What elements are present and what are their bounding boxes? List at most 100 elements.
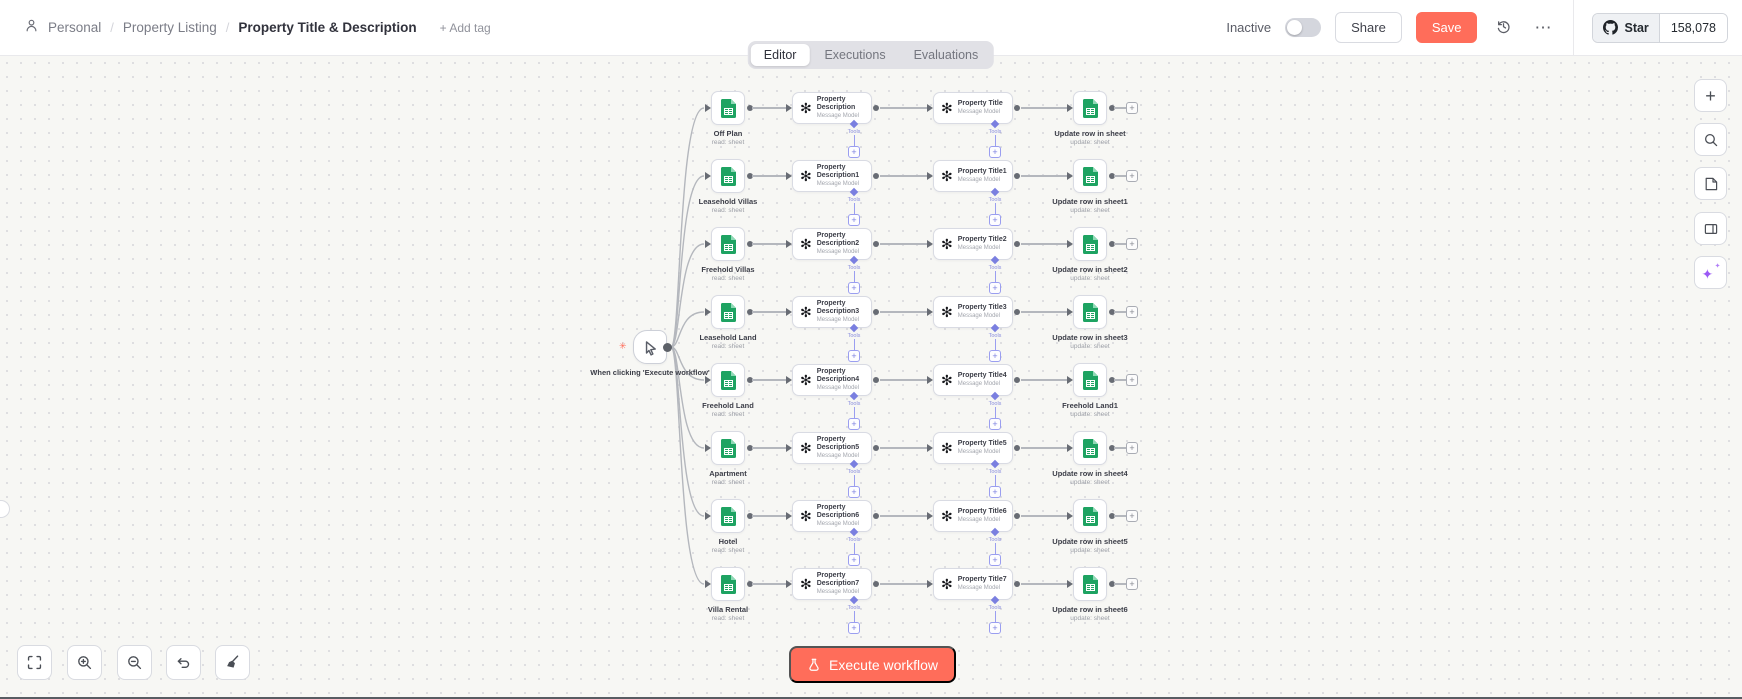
- more-options-icon[interactable]: ⋯: [1534, 18, 1552, 37]
- add-tool-button[interactable]: +: [848, 622, 860, 634]
- fit-view-button[interactable]: [17, 645, 52, 680]
- node-update-sheet[interactable]: [1073, 363, 1107, 397]
- github-star-widget[interactable]: Star 158,078: [1592, 12, 1728, 43]
- node-update-sheet[interactable]: [1073, 499, 1107, 533]
- output-connector[interactable]: [873, 513, 879, 519]
- output-connector[interactable]: [1014, 173, 1020, 179]
- node-source-sheet[interactable]: [711, 159, 745, 193]
- tab-executions[interactable]: Executions: [824, 48, 886, 62]
- execute-workflow-button[interactable]: Execute workflow: [789, 646, 956, 683]
- add-tool-button[interactable]: +: [848, 486, 860, 498]
- node-update-sheet[interactable]: [1073, 431, 1107, 465]
- add-tool-button[interactable]: +: [989, 418, 1001, 430]
- add-node-after-output[interactable]: +: [1126, 510, 1138, 522]
- sticky-note-button[interactable]: [1694, 167, 1727, 200]
- node-update-sheet[interactable]: [1073, 295, 1107, 329]
- ai-assistant-button[interactable]: ✦ ✦: [1694, 256, 1727, 289]
- output-connector[interactable]: [873, 309, 879, 315]
- output-connector[interactable]: [747, 309, 753, 315]
- output-connector[interactable]: [747, 445, 753, 451]
- output-connector[interactable]: [873, 173, 879, 179]
- node-source-sheet[interactable]: [711, 295, 745, 329]
- panel-layout-button[interactable]: [1694, 212, 1727, 245]
- zoom-in-button[interactable]: [67, 645, 102, 680]
- output-connector[interactable]: [1014, 445, 1020, 451]
- output-connector[interactable]: [747, 581, 753, 587]
- node-source-sheet[interactable]: [711, 91, 745, 125]
- zoom-out-button[interactable]: [117, 645, 152, 680]
- active-toggle[interactable]: [1285, 18, 1322, 37]
- history-icon[interactable]: [1491, 16, 1516, 40]
- add-tool-button[interactable]: +: [989, 214, 1001, 226]
- output-connector[interactable]: [873, 241, 879, 247]
- add-tool-button[interactable]: +: [989, 622, 1001, 634]
- add-tool-button[interactable]: +: [848, 350, 860, 362]
- output-connector[interactable]: [747, 377, 753, 383]
- add-tool-button[interactable]: +: [848, 418, 860, 430]
- add-tool-button[interactable]: +: [848, 554, 860, 566]
- node-source-sheet[interactable]: [711, 567, 745, 601]
- output-connector[interactable]: [1109, 241, 1115, 247]
- output-connector[interactable]: [747, 173, 753, 179]
- output-connector[interactable]: [873, 445, 879, 451]
- node-source-sheet[interactable]: [711, 227, 745, 261]
- add-tag-button[interactable]: + Add tag: [439, 20, 491, 35]
- add-node-after-output[interactable]: +: [1126, 306, 1138, 318]
- add-node-after-output[interactable]: +: [1126, 442, 1138, 454]
- add-tool-button[interactable]: +: [989, 146, 1001, 158]
- add-tool-button[interactable]: +: [848, 146, 860, 158]
- add-node-after-output[interactable]: +: [1126, 238, 1138, 250]
- node-manual-trigger[interactable]: [633, 330, 667, 364]
- add-node-after-output[interactable]: +: [1126, 578, 1138, 590]
- workflow-title[interactable]: Property Title & Description: [238, 20, 417, 35]
- add-tool-button[interactable]: +: [989, 350, 1001, 362]
- add-tool-button[interactable]: +: [848, 282, 860, 294]
- output-connector[interactable]: [1109, 445, 1115, 451]
- output-connector[interactable]: [873, 581, 879, 587]
- tab-evaluations[interactable]: Evaluations: [913, 48, 979, 62]
- add-node-after-output[interactable]: +: [1126, 102, 1138, 114]
- breadcrumb-project[interactable]: Personal: [48, 20, 102, 35]
- trigger-output-connector[interactable]: [663, 342, 672, 352]
- add-tool-button[interactable]: +: [989, 554, 1001, 566]
- node-source-sheet[interactable]: [711, 431, 745, 465]
- output-connector[interactable]: [1109, 173, 1115, 179]
- add-node-button[interactable]: +: [1694, 79, 1727, 112]
- output-connector[interactable]: [1109, 581, 1115, 587]
- node-update-sheet[interactable]: [1073, 91, 1107, 125]
- add-node-after-output[interactable]: +: [1126, 374, 1138, 386]
- save-button[interactable]: Save: [1415, 12, 1478, 43]
- output-connector[interactable]: [1109, 309, 1115, 315]
- output-connector[interactable]: [1014, 309, 1020, 315]
- tab-editor[interactable]: Editor: [750, 44, 810, 66]
- tidy-up-button[interactable]: [215, 645, 250, 680]
- add-tool-button[interactable]: +: [848, 214, 860, 226]
- output-connector[interactable]: [1014, 241, 1020, 247]
- output-connector[interactable]: [1109, 513, 1115, 519]
- output-connector[interactable]: [1014, 513, 1020, 519]
- output-connector[interactable]: [1109, 377, 1115, 383]
- share-button[interactable]: Share: [1335, 12, 1402, 43]
- output-connector[interactable]: [747, 241, 753, 247]
- node-update-sheet[interactable]: [1073, 567, 1107, 601]
- add-tool-button[interactable]: +: [989, 282, 1001, 294]
- output-connector[interactable]: [747, 105, 753, 111]
- node-update-sheet[interactable]: [1073, 159, 1107, 193]
- search-button[interactable]: [1694, 123, 1727, 156]
- github-star-button[interactable]: Star: [1593, 13, 1660, 42]
- output-connector[interactable]: [873, 105, 879, 111]
